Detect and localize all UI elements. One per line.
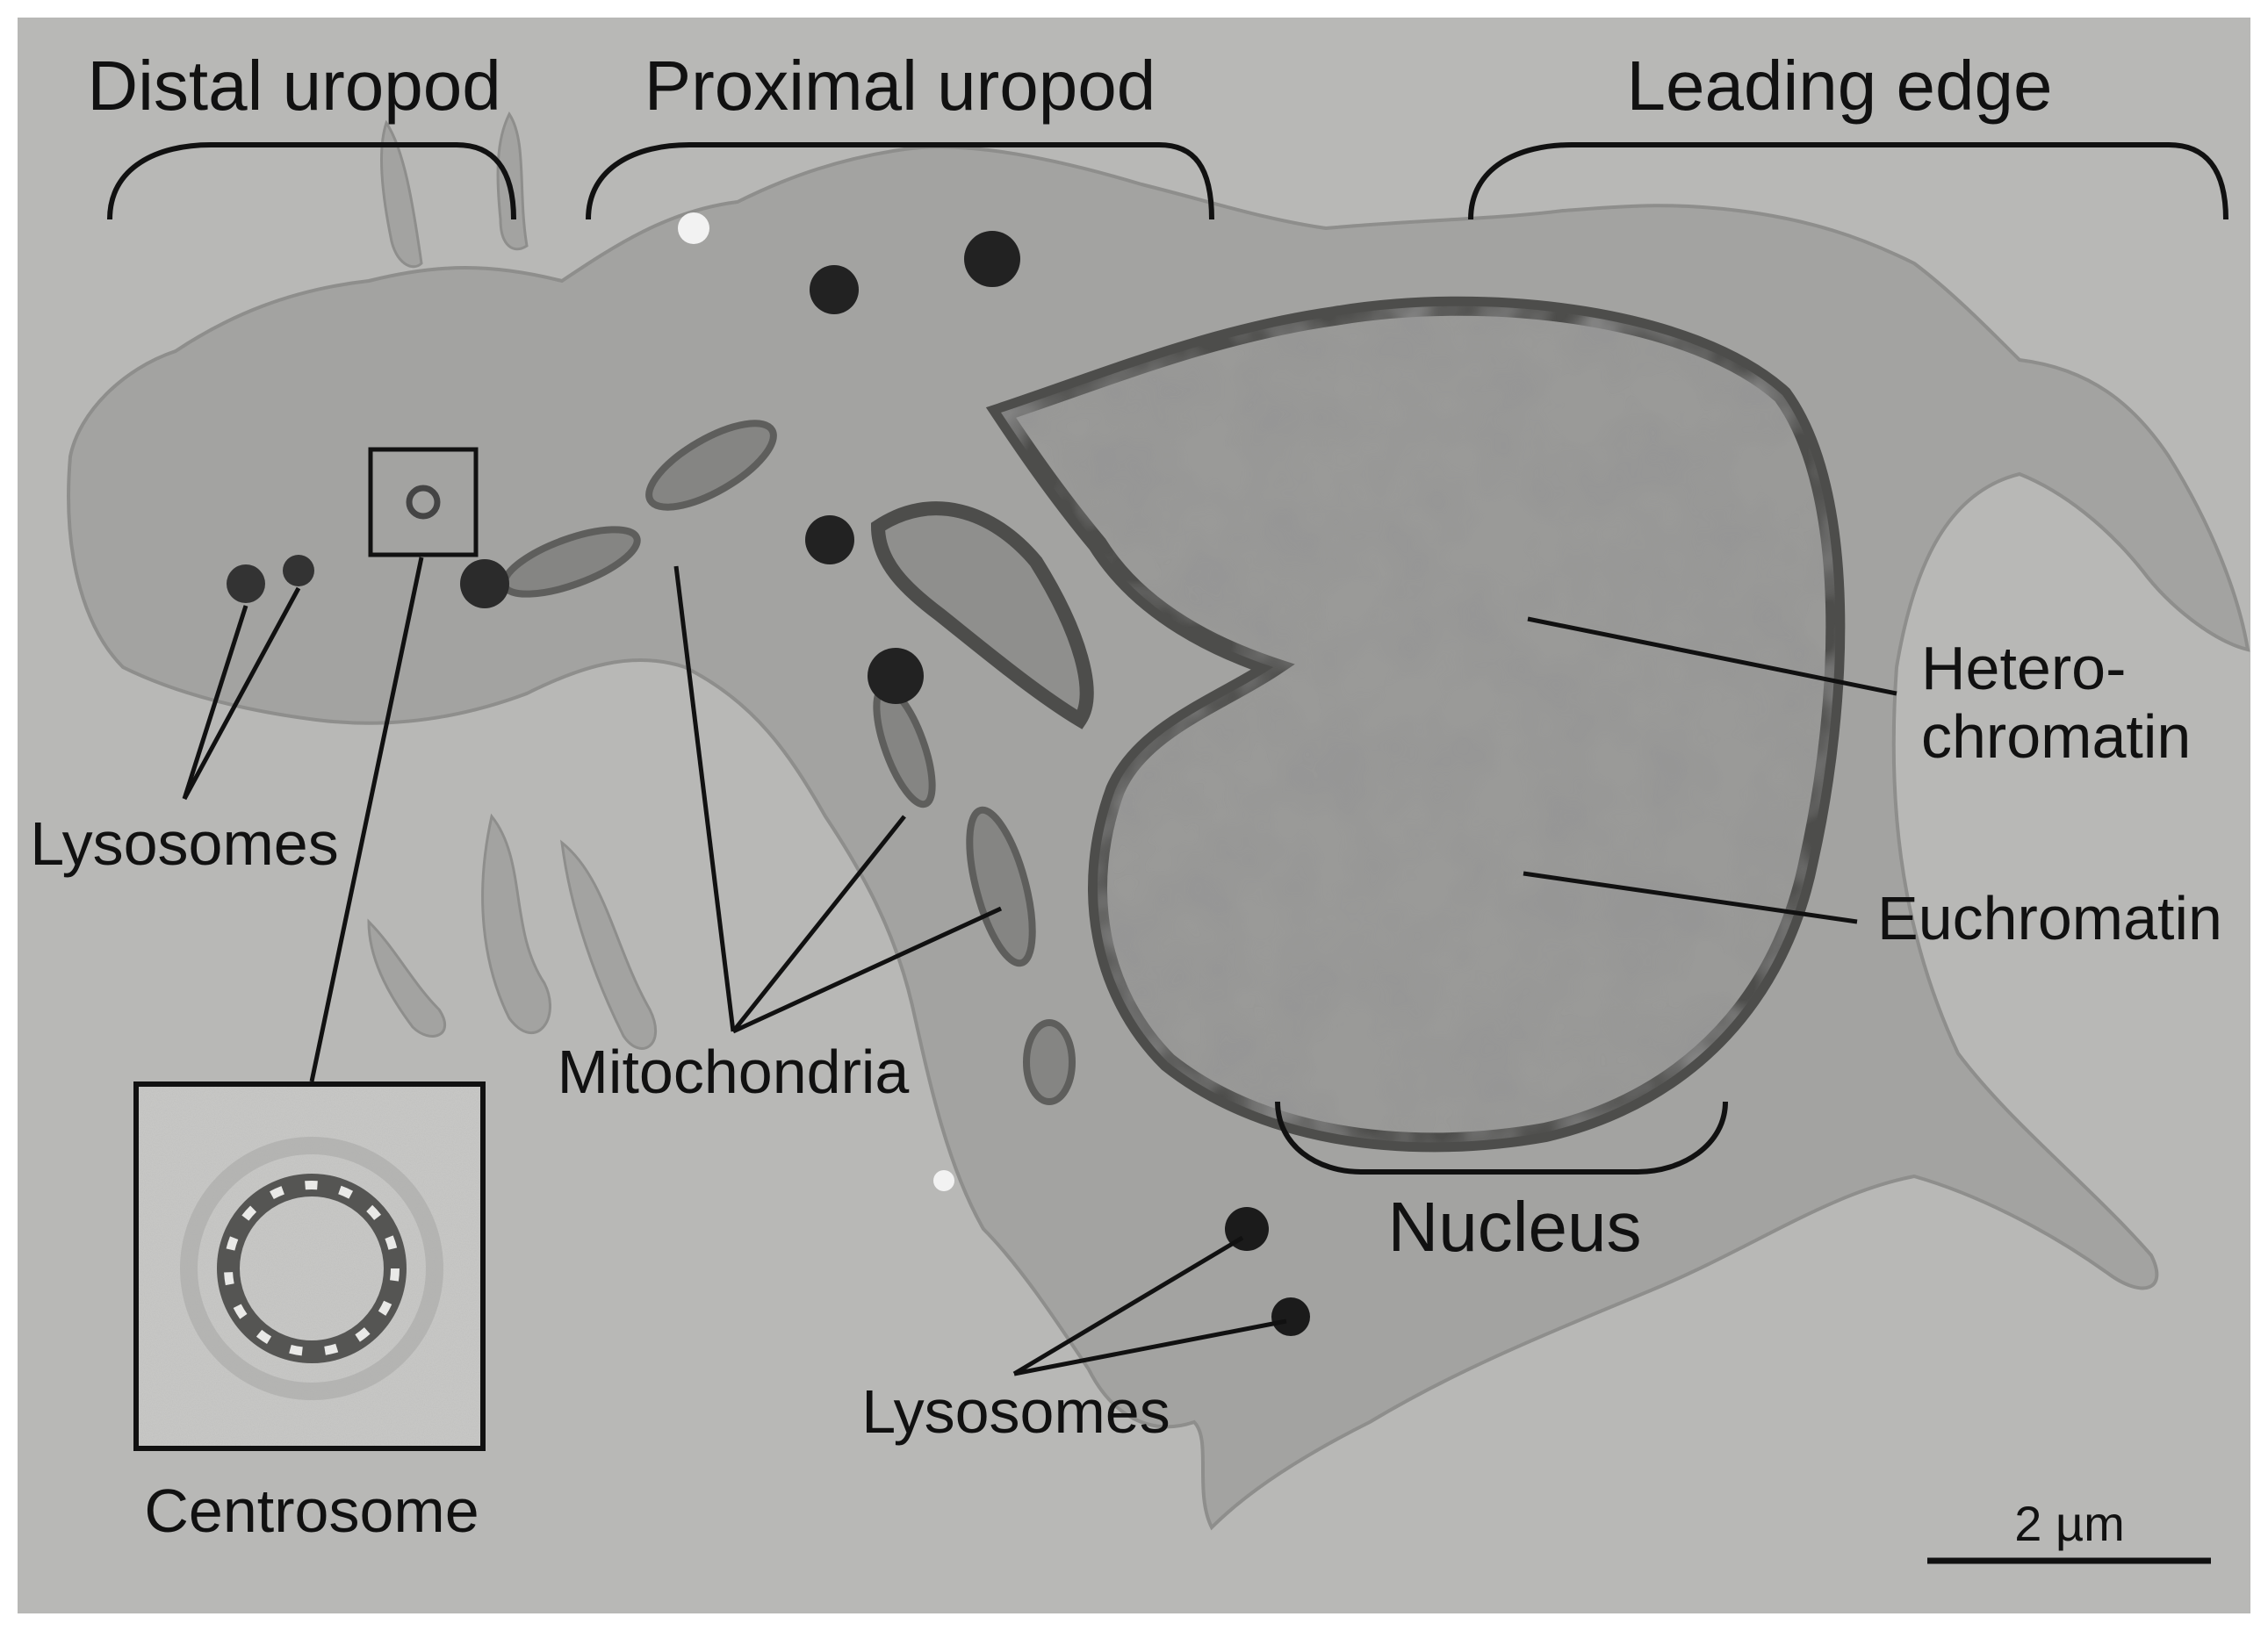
lysosome: [805, 515, 854, 564]
pointer-centrosome: [309, 557, 424, 1082]
lysosome: [1271, 1297, 1310, 1336]
lysosome: [460, 559, 509, 608]
centrosome-inset: [133, 1081, 486, 1451]
pointer-lysosome-left-1: [182, 605, 248, 800]
bracket-distal-uropod: [107, 142, 516, 220]
pointer-euchromatin: [1523, 871, 1858, 924]
centrosome-mini: [406, 485, 441, 520]
bracket-proximal-uropod: [586, 142, 1214, 220]
lysosome: [283, 555, 314, 586]
label-heterochromatin-1: Hetero-: [1921, 634, 2126, 702]
bracket-nucleus: [1275, 1101, 1728, 1175]
mitochondrion: [645, 420, 777, 511]
vesicle: [678, 212, 709, 244]
label-distal-uropod: Distal uropod: [87, 47, 500, 125]
label-mitochondria: Mitochondria: [558, 1038, 910, 1106]
vesicle: [933, 1170, 954, 1191]
pointer-lysosome-left-2: [182, 586, 301, 801]
pointer-mitochondria-3: [731, 906, 1003, 1034]
mitochondrion: [966, 806, 1036, 967]
pointer-mitochondria-1: [673, 565, 736, 1032]
pointer-lysosome-bottom-2: [1013, 1318, 1287, 1376]
label-nucleus: Nucleus: [1387, 1188, 1641, 1266]
pointer-heterochromatin: [1527, 616, 1897, 696]
centrosome-box: [368, 447, 479, 557]
bracket-leading-edge: [1468, 142, 2228, 220]
filopodium: [380, 119, 423, 269]
label-heterochromatin-2: chromatin: [1921, 702, 2191, 771]
label-lysosomes-bottom: Lysosomes: [861, 1377, 1170, 1446]
nucleus: [985, 296, 1846, 1153]
filopodium: [496, 111, 529, 251]
mitochondrion: [1023, 1019, 1076, 1105]
pointer-mitochondria-2: [731, 815, 906, 1033]
nuclear-lobe: [870, 501, 1094, 729]
label-euchromatin: Euchromatin: [1877, 884, 2222, 952]
filopodium: [560, 839, 657, 1050]
label-centrosome: Centrosome: [144, 1477, 479, 1545]
filopodium: [367, 918, 446, 1038]
label-lysosomes-left: Lysosomes: [30, 809, 338, 878]
pointer-lysosome-bottom-1: [1012, 1235, 1244, 1376]
label-scale-bar: 2 µm: [2014, 1496, 2125, 1551]
lysosome: [964, 231, 1020, 287]
lysosome: [810, 265, 859, 314]
lysosome: [227, 564, 265, 603]
label-proximal-uropod: Proximal uropod: [644, 47, 1156, 125]
label-leading-edge: Leading edge: [1627, 47, 2053, 125]
lysosome: [868, 648, 924, 704]
filopodium: [481, 813, 551, 1035]
